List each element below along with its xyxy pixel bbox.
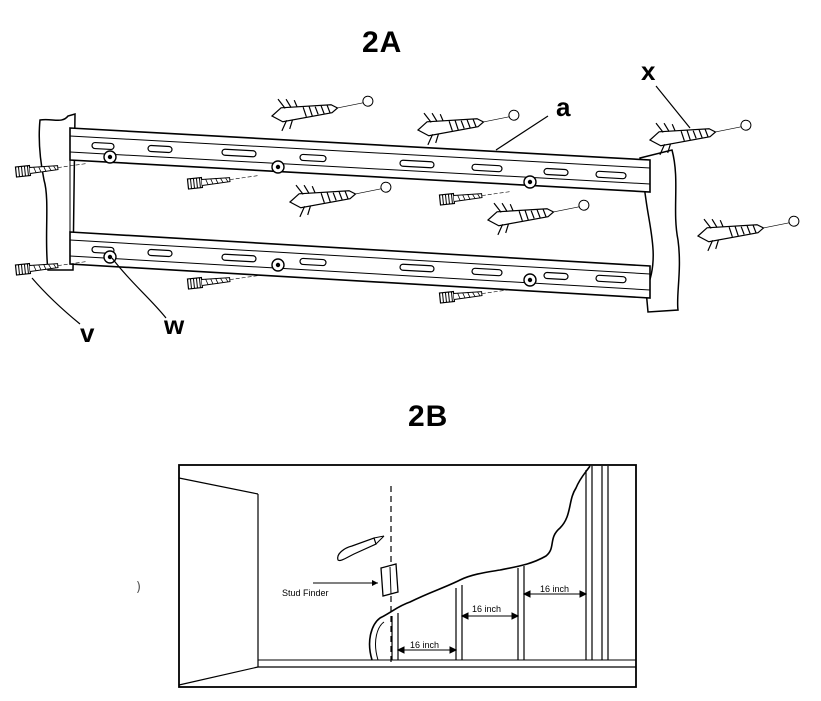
stud-finder-icon [380,563,399,597]
figure-2b-title: 2B [408,400,449,433]
callout-x-wall-anchor: x [641,56,656,86]
stud-finder-label: Stud Finder [282,588,329,598]
callout-w-washer: w [164,310,185,340]
callout-a-wall-plate: a [556,92,571,122]
callout-v-lag-bolt: v [80,318,95,348]
stray-mark: ) [136,580,142,595]
spacing-label-1: 16 inch [410,640,439,650]
spacing-label-2: 16 inch [472,604,501,614]
wall-plate-diagram [14,85,802,325]
pencil-icon [337,535,385,562]
spacing-label-3: 16 inch [540,584,569,594]
figure-2a-title: 2A [362,26,403,59]
